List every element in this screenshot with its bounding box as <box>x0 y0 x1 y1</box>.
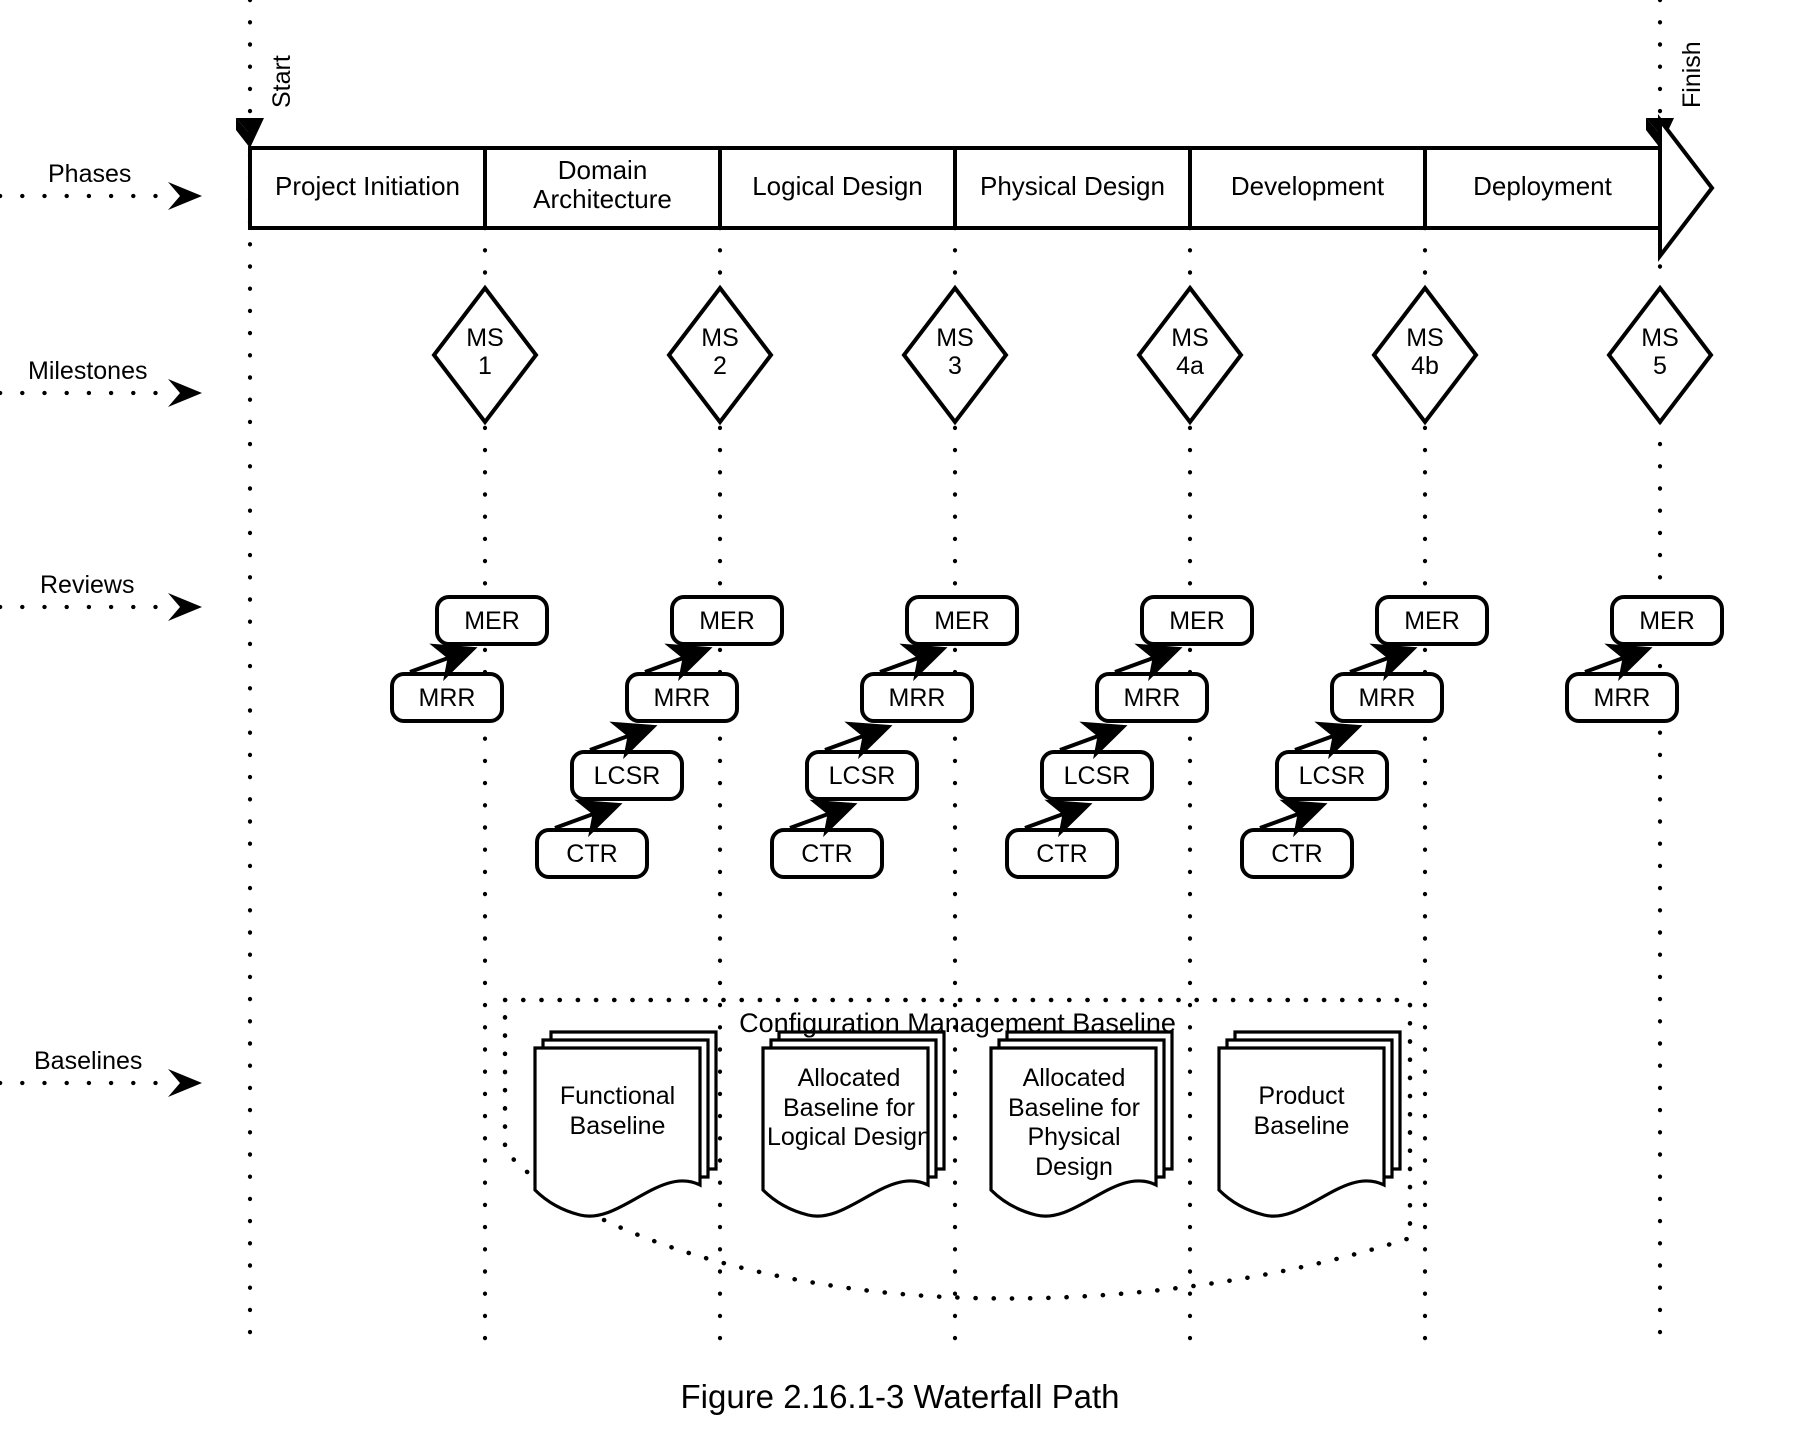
start-marker <box>236 118 264 148</box>
row-label-baselines: Baselines <box>34 1047 143 1075</box>
row-pointer-lines <box>0 193 171 1086</box>
document-stack <box>533 1030 718 1218</box>
phase-label-deployment[interactable]: Deployment <box>1473 171 1612 201</box>
row-label-phases: Phases <box>48 160 132 188</box>
review-label-lcsr[interactable]: LCSR <box>1298 762 1366 790</box>
phase-label-project-initiation[interactable]: Project Initiation <box>275 171 460 201</box>
start-label: Start <box>268 55 296 108</box>
review-label-mer[interactable]: MER <box>1639 607 1695 635</box>
milestone-label-ms4b[interactable]: MS 4b <box>1406 324 1444 380</box>
document-stack <box>761 1030 946 1218</box>
milestone-label-ms3[interactable]: MS 3 <box>936 324 974 380</box>
review-label-mer[interactable]: MER <box>1404 607 1460 635</box>
phase-label-domain-architecture[interactable]: Domain Architecture <box>533 155 672 215</box>
review-label-mrr[interactable]: MRR <box>1593 684 1651 712</box>
baseline-label-functional[interactable]: Functional Baseline <box>559 1082 676 1140</box>
milestone-label-ms1[interactable]: MS 1 <box>466 324 504 380</box>
baseline-label-product[interactable]: Product Baseline <box>1253 1082 1350 1140</box>
review-label-mer[interactable]: MER <box>699 607 755 635</box>
milestone-label-ms2[interactable]: MS 2 <box>701 324 739 380</box>
review-label-mer[interactable]: MER <box>464 607 520 635</box>
review-label-mer[interactable]: MER <box>1169 607 1225 635</box>
review-label-mrr[interactable]: MRR <box>418 684 476 712</box>
phase-label-physical-design[interactable]: Physical Design <box>980 171 1165 201</box>
phase-bar-arrowhead <box>1658 114 1715 262</box>
row-label-reviews: Reviews <box>40 571 135 599</box>
review-arrows <box>409 643 1653 838</box>
review-label-lcsr[interactable]: LCSR <box>1063 762 1131 790</box>
review-label-mer[interactable]: MER <box>934 607 990 635</box>
review-label-mrr[interactable]: MRR <box>1123 684 1181 712</box>
milestone-label-ms5[interactable]: MS 5 <box>1641 324 1679 380</box>
finish-label: Finish <box>1678 41 1706 108</box>
document-stack <box>989 1030 1174 1218</box>
phase-label-development[interactable]: Development <box>1230 171 1385 201</box>
review-label-mrr[interactable]: MRR <box>653 684 711 712</box>
figure-caption: Figure 2.16.1-3 Waterfall Path <box>680 1378 1120 1415</box>
review-label-lcsr[interactable]: LCSR <box>593 762 661 790</box>
cm-baseline-title: Configuration Management Baseline <box>739 1008 1176 1038</box>
baseline-label-allocated-logical[interactable]: Allocated Baseline for Logical Design <box>767 1064 931 1151</box>
baseline-label-allocated-physical[interactable]: Allocated Baseline for Physical Design <box>1007 1064 1141 1181</box>
cm-baseline-boundary <box>502 997 1413 1301</box>
row-pointer-arrowheads <box>168 182 202 1097</box>
review-label-ctr[interactable]: CTR <box>1271 840 1323 868</box>
review-boxes <box>390 595 1724 879</box>
document-stack <box>1217 1030 1402 1218</box>
review-label-ctr[interactable]: CTR <box>566 840 618 868</box>
review-label-ctr[interactable]: CTR <box>1036 840 1088 868</box>
review-label-ctr[interactable]: CTR <box>801 840 853 868</box>
milestone-shapes <box>431 284 1714 426</box>
review-label-mrr[interactable]: MRR <box>1358 684 1416 712</box>
review-label-mrr[interactable]: MRR <box>888 684 946 712</box>
baseline-documents <box>533 1030 1402 1218</box>
milestone-label-ms4a[interactable]: MS 4a <box>1171 324 1209 380</box>
review-label-lcsr[interactable]: LCSR <box>828 762 896 790</box>
phase-label-logical-design[interactable]: Logical Design <box>752 171 923 201</box>
row-label-milestones: Milestones <box>28 357 148 385</box>
